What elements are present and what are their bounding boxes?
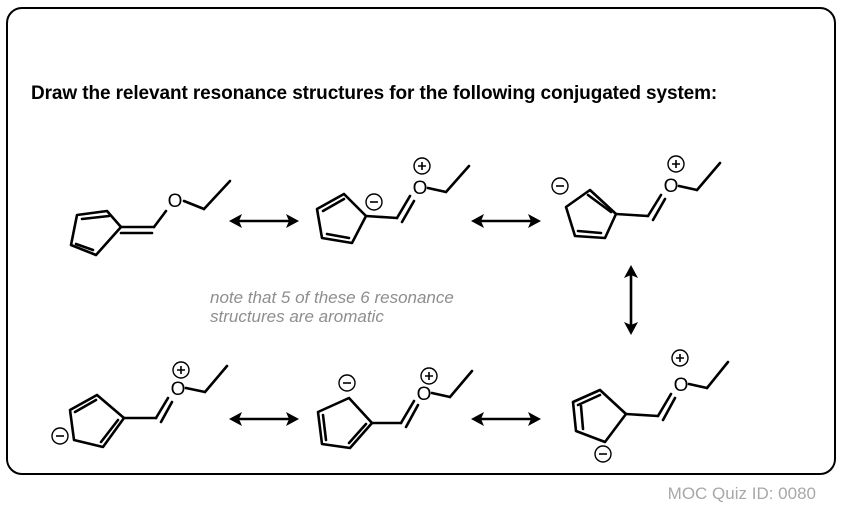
o-ethyl-bond [677, 184, 699, 192]
quiz-id: MOC Quiz ID: 0080 [667, 484, 816, 503]
o-ethyl-bond [687, 382, 709, 390]
structure-1 [69, 179, 232, 257]
o-ethyl-bond [430, 391, 452, 399]
resonance-arrows [232, 219, 633, 421]
ethyl-bond [202, 179, 232, 211]
ethyl-bond [444, 164, 471, 194]
ring-3-double-bond-2 [576, 229, 603, 235]
arrowheads [229, 214, 638, 426]
aromatic-note: note that 5 of these 6 resonance structu… [210, 288, 454, 326]
oxygen-atom-5: O [417, 384, 432, 405]
structure-2 [315, 164, 471, 245]
c-o-double-bond-2 [159, 400, 174, 424]
o-ethyl-bond [426, 186, 448, 194]
ethyl-bond [705, 360, 730, 390]
structure-3 [564, 161, 722, 240]
c-o-double-bond [154, 396, 170, 420]
ring-6 [68, 393, 126, 449]
c-o-double-bond-2 [404, 403, 420, 429]
ring-3-double-bond [586, 193, 613, 214]
c-o-bond [152, 209, 168, 229]
oxygen-labels: O O O O O O [168, 176, 689, 405]
ring-1 [69, 209, 123, 257]
c-c-bond [364, 214, 399, 220]
c-c-bond [614, 212, 650, 218]
ring-2-double-bond [321, 197, 346, 213]
c-o-double-bond-2 [400, 199, 416, 224]
ring-4 [571, 388, 628, 444]
ethyl-bond [695, 161, 722, 192]
oxygen-atom-6: O [171, 379, 186, 400]
oxygen-atom-4: O [674, 375, 689, 396]
c-o-double-bond-2 [651, 197, 667, 222]
note-line-2: structures are aromatic [210, 307, 384, 326]
oxygen-atom-1: O [168, 191, 183, 212]
charge-glyphs [56, 160, 684, 455]
ring-2 [315, 192, 368, 245]
ring-2-double-bond-2 [325, 232, 351, 240]
ring-1-double-bond-2 [74, 242, 95, 252]
ethyl-bond [448, 369, 474, 399]
page-title: Draw the relevant resonance structures f… [31, 83, 718, 104]
structure-4 [571, 360, 730, 444]
ring-4-double-bond-2 [579, 404, 585, 431]
ring-6-double-bond [73, 398, 98, 414]
oxygen-atom-2: O [413, 178, 428, 199]
structure-5 [316, 369, 474, 450]
ethyl-bond [203, 364, 229, 394]
ring-1-double-bond [80, 214, 111, 221]
c-o-double-bond [395, 194, 412, 220]
c-o-double-bond [656, 392, 673, 418]
ring-5 [316, 396, 374, 450]
diagram-card [6, 7, 836, 475]
oxygen-atom-3: O [664, 176, 679, 197]
ring-3 [564, 188, 618, 240]
o-ethyl-bond [184, 386, 207, 394]
structure-6 [68, 364, 229, 449]
note-line-1: note that 5 of these 6 resonance [210, 288, 454, 307]
ring-6-double-bond-2 [99, 418, 120, 444]
ring-5-double-bond-2 [347, 422, 368, 445]
ring-4-double-bond [576, 393, 602, 407]
c-o-double-bond [646, 193, 663, 218]
c-c-bond [624, 412, 660, 418]
c-o-double-bond-2 [661, 396, 677, 422]
o-ethyl-bond [182, 199, 206, 211]
c-o-double-bond [399, 399, 416, 425]
ring-5-double-bond [321, 413, 328, 442]
